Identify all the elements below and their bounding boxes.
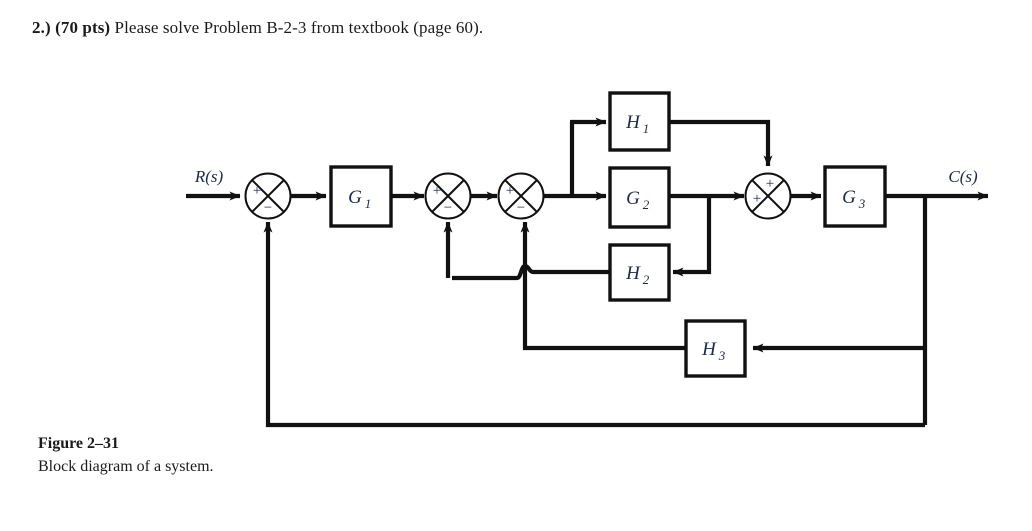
- summing-junction-1: + −: [244, 172, 292, 220]
- figure-caption-title: Figure 2–31: [38, 435, 120, 452]
- summing-junction-2: + −: [424, 172, 472, 220]
- sum4-sign-left: +: [753, 191, 761, 207]
- block-h3-sub: 3: [718, 348, 726, 363]
- input-signal-label: R(s): [194, 167, 224, 186]
- summing-junction-4: + +: [744, 172, 792, 220]
- sum3-sign-left: +: [506, 183, 514, 199]
- block-h3-label: H: [701, 339, 717, 360]
- wire-outer-feedback: [263, 221, 925, 428]
- summing-junction-3: + −: [497, 172, 545, 220]
- figure-caption-subtitle: Block diagram of a system.: [38, 458, 214, 476]
- block-h3: H 3: [684, 319, 747, 378]
- wire-g2-branch-to-h2: [672, 196, 712, 277]
- block-h1: H 1: [608, 91, 671, 152]
- block-g3-label: G: [842, 187, 856, 208]
- block-g3-sub: 3: [858, 196, 866, 211]
- wire-h2-feedback-to-sum2: [452, 263, 610, 281]
- sum1-sign-bottom: −: [264, 200, 272, 216]
- sum1-sign-left: +: [253, 183, 261, 199]
- sum2-sign-bottom: −: [444, 200, 452, 216]
- block-h2-label: H: [625, 263, 641, 284]
- block-h1-label: H: [625, 112, 641, 133]
- output-signal-label: C(s): [948, 167, 978, 186]
- question-number: 2.): [32, 18, 51, 37]
- block-h1-sub: 1: [643, 121, 650, 136]
- question-prompt: 2.) (70 pts) Please solve Problem B-2-3 …: [32, 18, 483, 38]
- sum2-sign-left: +: [433, 183, 441, 199]
- block-g1: G 1: [329, 165, 393, 228]
- block-g1-label: G: [348, 187, 362, 208]
- block-h2-sub: 2: [643, 272, 650, 287]
- block-g2: G 2: [608, 166, 671, 229]
- sum3-sign-bottom: −: [517, 200, 525, 216]
- wire-h1-to-sum4: [669, 119, 773, 167]
- sum4-sign-top: +: [766, 176, 774, 192]
- block-g1-sub: 1: [365, 196, 372, 211]
- wire-h3-to-sum3: [520, 221, 686, 351]
- figure-caption: Figure 2–31 Block diagram of a system.: [38, 432, 214, 478]
- block-g2-sub: 2: [643, 197, 650, 212]
- question-text: Please solve Problem B-2-3 from textbook…: [114, 18, 484, 37]
- question-points: (70 pts): [55, 18, 111, 37]
- block-h2: H 2: [608, 243, 671, 302]
- block-g3: G 3: [823, 165, 887, 228]
- block-g2-label: G: [626, 188, 640, 209]
